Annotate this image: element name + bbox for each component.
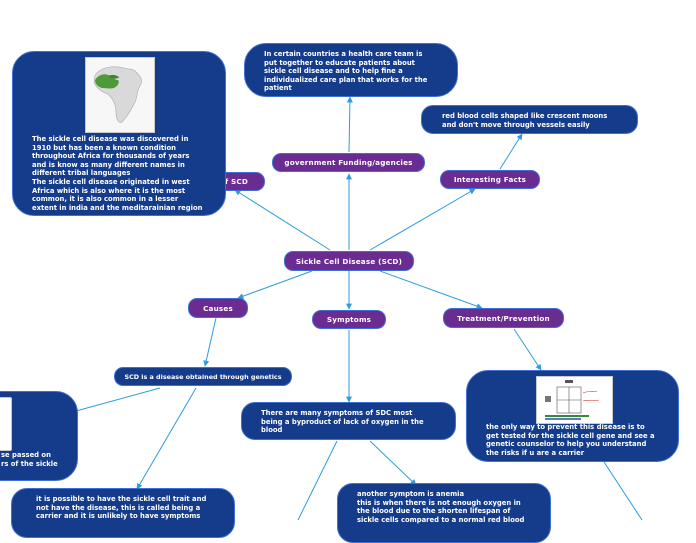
- card-trait-text: it is possible to have the sickle cell t…: [36, 495, 207, 521]
- card-anemia[interactable]: another symptom is anemia this is when t…: [337, 483, 551, 543]
- topic-causes-label: Causes: [203, 303, 233, 313]
- topic-symptoms-label: Symptoms: [326, 315, 372, 324]
- card-symptoms[interactable]: There are many symptoms of SDC most bein…: [241, 402, 456, 440]
- card-treatment-text: the only way to prevent this disease is …: [486, 423, 655, 457]
- connector-funding-card: [346, 96, 353, 153]
- card-genetics-left[interactable]: se passed on rs of the sickle: [0, 391, 78, 481]
- card-genetics-left-text: se passed on rs of the sickle: [1, 451, 58, 468]
- central-topic[interactable]: Sickle Cell Disease (SCD): [284, 251, 414, 271]
- connector-central-causes: [237, 270, 313, 299]
- topic-funding-label: government Funding/agencies: [284, 158, 413, 167]
- card-treatment[interactable]: the only way to prevent this disease is …: [466, 370, 679, 462]
- card-anemia-text: another symptom is anemia this is when t…: [357, 490, 525, 524]
- connector-facts-card: [499, 133, 523, 170]
- topic-funding[interactable]: government Funding/agencies: [272, 153, 425, 172]
- genetics-image: [0, 397, 12, 451]
- card-history-text: The sickle cell disease was discovered i…: [32, 135, 203, 212]
- central-topic-label: Sickle Cell Disease (SCD): [295, 256, 403, 266]
- card-symptoms-text: There are many symptoms of SDC most bein…: [261, 409, 424, 435]
- card-interesting-facts[interactable]: red blood cells shaped like crescent moo…: [421, 105, 638, 134]
- card-carrier-trait[interactable]: it is possible to have the sickle cell t…: [11, 488, 235, 538]
- subtopic-genetics-label: SCD is a disease obtained through geneti…: [124, 372, 282, 381]
- topic-causes[interactable]: Causes: [188, 298, 248, 318]
- connector-central-facts: [369, 188, 476, 251]
- card-funding-text: In certain countries a health care team …: [264, 50, 428, 93]
- topic-treatment-prevention[interactable]: Treatment/Prevention: [443, 308, 564, 328]
- connector-genetics-left: [75, 387, 161, 412]
- connector-layer: [75, 96, 643, 520]
- connector-treatment-card: [513, 328, 542, 371]
- connector-central-history: [234, 189, 331, 251]
- africa-map-icon: [86, 58, 154, 132]
- topic-interesting-facts[interactable]: Interesting Facts: [440, 170, 540, 189]
- subtopic-genetics[interactable]: SCD is a disease obtained through geneti…: [114, 367, 292, 386]
- card-funding[interactable]: In certain countries a health care team …: [244, 43, 458, 97]
- card-history[interactable]: The sickle cell disease was discovered i…: [12, 51, 226, 216]
- connector-genetics-trait: [136, 387, 197, 490]
- connector-treatment-lower: [603, 461, 643, 520]
- card-facts-text: red blood cells shaped like crescent moo…: [442, 112, 608, 129]
- topic-facts-label: Interesting Facts: [453, 175, 527, 184]
- punnett-square-icon: [537, 377, 612, 423]
- topic-history-label: of SCD: [219, 177, 248, 186]
- topic-symptoms[interactable]: Symptoms: [312, 310, 386, 329]
- connector-central-treatment: [379, 270, 483, 309]
- punnett-square-image: [536, 376, 613, 424]
- topic-treatment-label: Treatment/Prevention: [457, 313, 550, 323]
- africa-map-image: [85, 57, 155, 133]
- connector-symptoms-anemia: [369, 440, 417, 486]
- connector-causes-genetics: [203, 317, 217, 367]
- connector-symptoms-lower: [297, 440, 338, 520]
